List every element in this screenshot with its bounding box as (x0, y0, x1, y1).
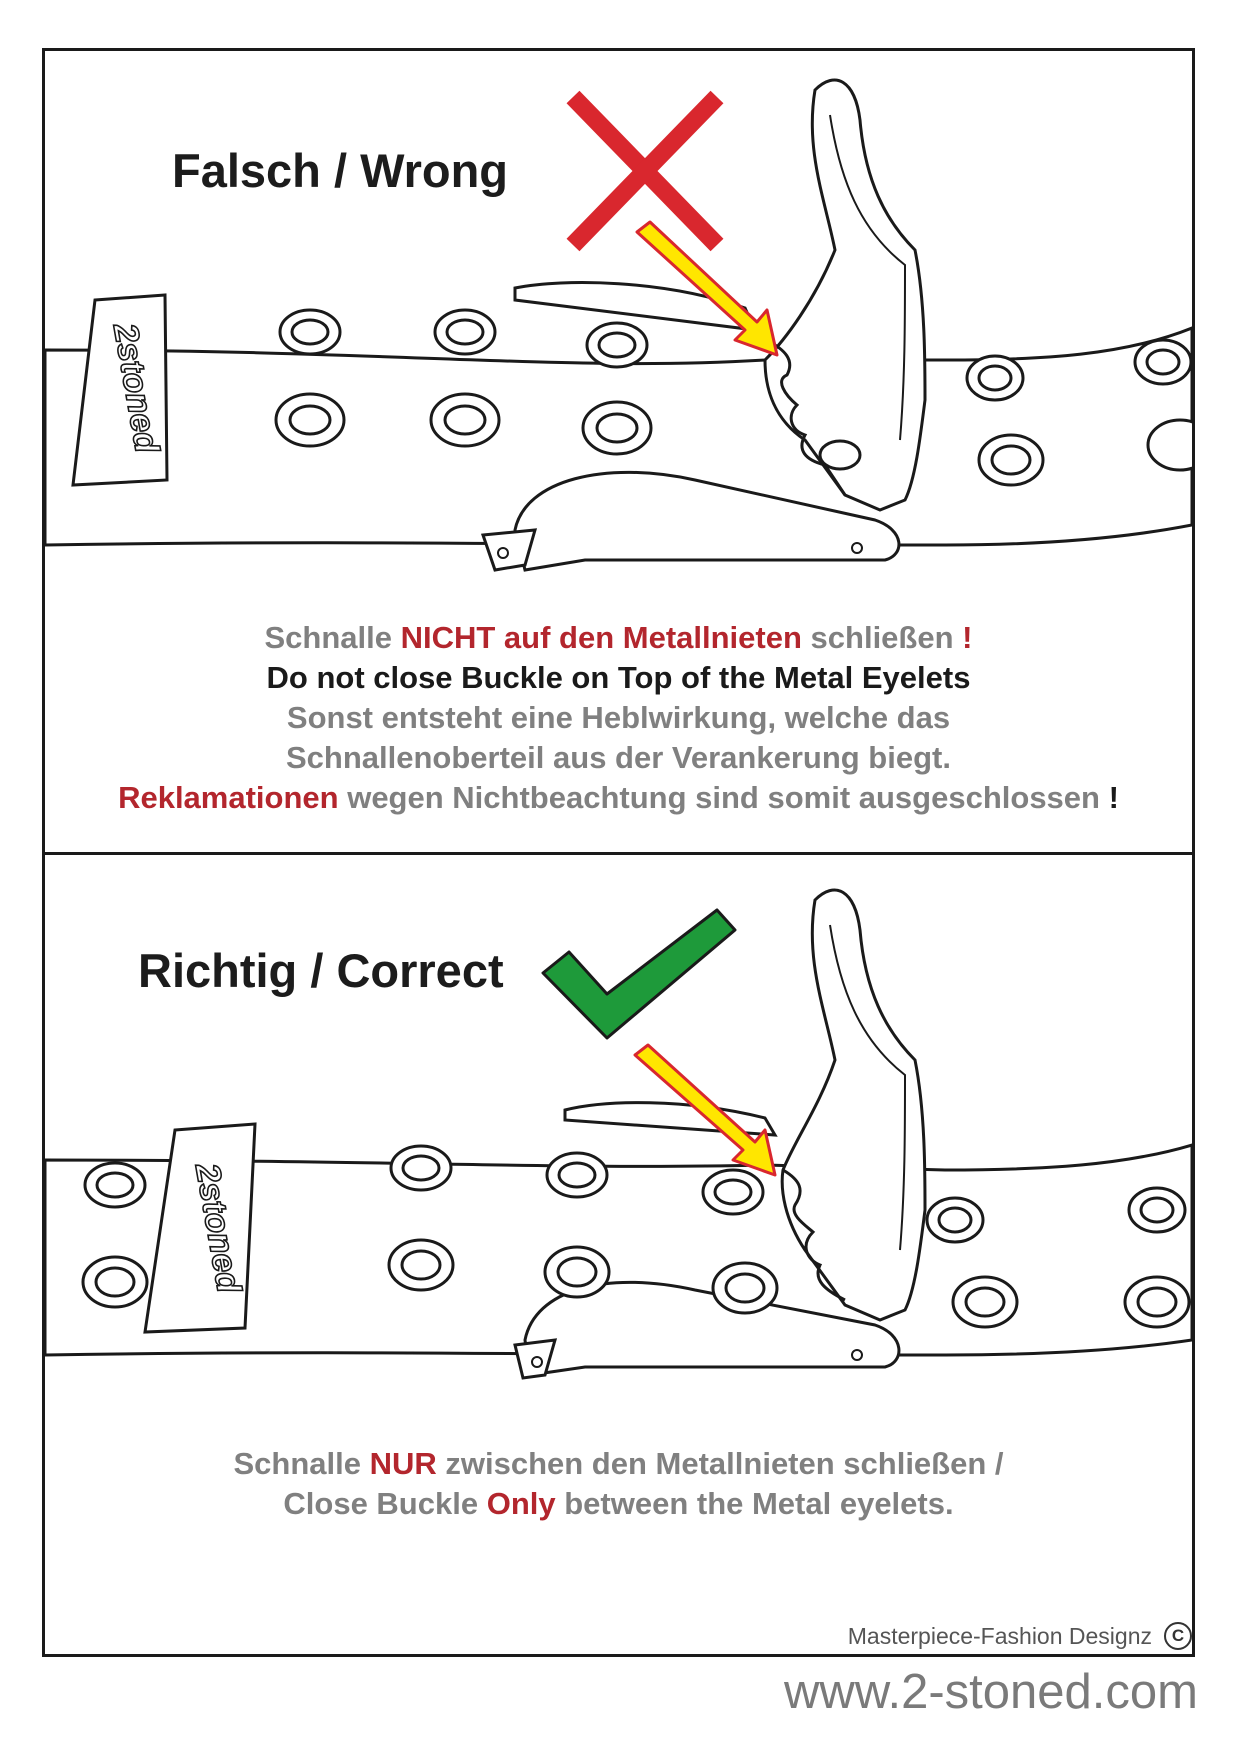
wrong-line-5: Reklamationen wegen Nichtbeachtung sind … (118, 780, 1119, 815)
pointer-arrow (633, 1043, 777, 1177)
wrong-line-4: Schnallenoberteil aus der Verankerung bi… (286, 740, 951, 775)
buckle-frame (513, 470, 901, 572)
wrong-line-1: Schnalle NICHT auf den Metallnieten schl… (264, 620, 973, 655)
logo-tab (71, 293, 169, 487)
correct-line-2: Close Buckle Only between the Metal eyel… (283, 1486, 954, 1521)
correct-line-1: Schnalle NUR zwischen den Metallnieten s… (233, 1446, 1004, 1481)
wrong-instructions: Schnalle NICHT auf den Metallnieten schl… (45, 618, 1192, 818)
buckle-lever (763, 78, 927, 512)
copyright-icon: C (1164, 1622, 1192, 1650)
correct-instructions: Schnalle NUR zwischen den Metallnieten s… (45, 1444, 1192, 1524)
wrong-line-3: Sonst entsteht eine Heblwirkung, welche … (286, 700, 951, 735)
wrong-line-2: Do not close Buckle on Top of the Metal … (266, 660, 971, 695)
pointer-arrow (635, 220, 779, 357)
copyright-text: Masterpiece-Fashion Designz (847, 1622, 1152, 1649)
logo-tab (143, 1122, 257, 1334)
copyright-notice: Masterpiece-Fashion Designz C (848, 1622, 1192, 1650)
red-x-icon (566, 90, 724, 252)
buckle-plate (513, 281, 758, 332)
metal-eyelets (81, 1144, 1191, 1329)
section-divider (42, 852, 1195, 855)
correct-belt-illustration: 2stoned (45, 888, 1192, 1380)
buckle-lever (780, 888, 927, 1322)
correct-title: Richtig / Correct (138, 944, 504, 997)
metal-eyelets (274, 308, 1192, 487)
green-check-icon (541, 908, 737, 1040)
wrong-title: Falsch / Wrong (172, 144, 508, 197)
buckle-frame (523, 1280, 901, 1377)
wrong-belt-illustration: 2stoned (45, 78, 1192, 572)
website-url[interactable]: www.2-stoned.com (784, 1665, 1198, 1719)
